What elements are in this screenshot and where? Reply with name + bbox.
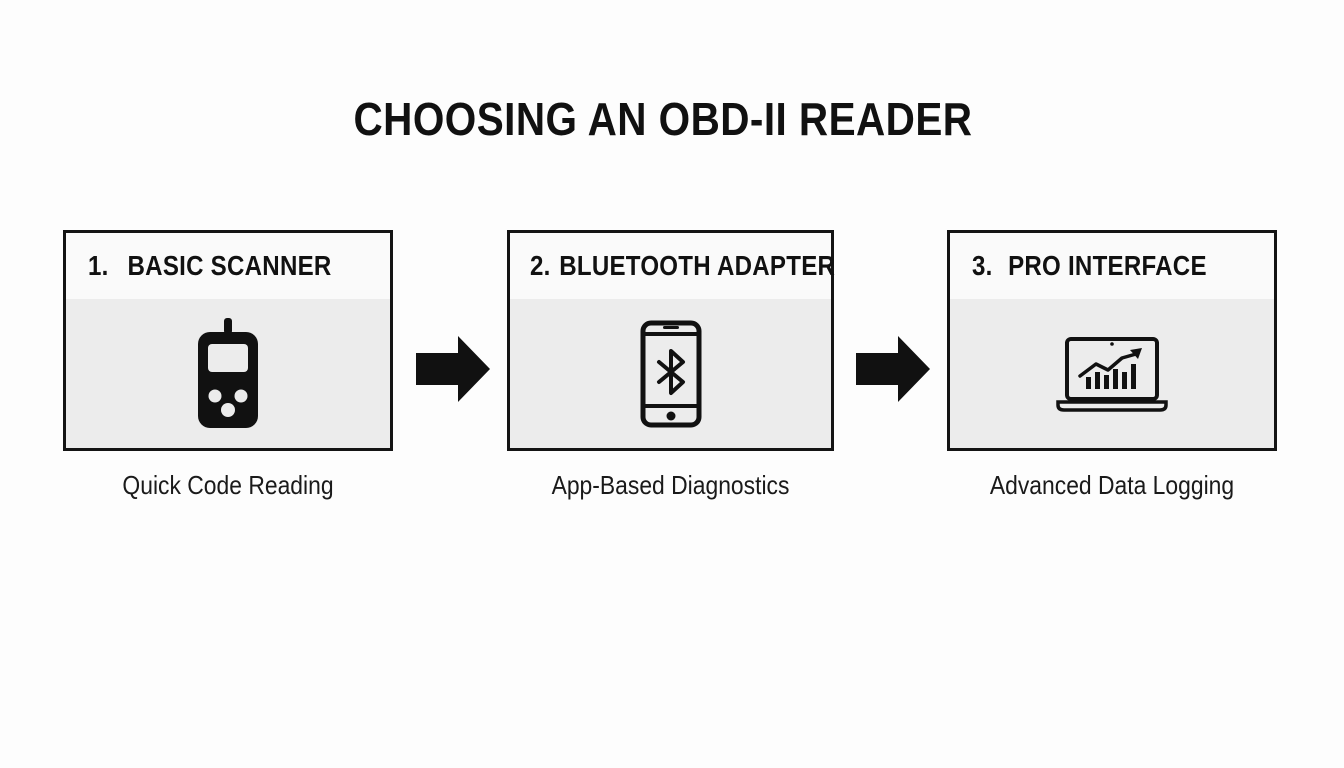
step-card-bluetooth-adapter: 2. BLUETOOTH ADAPTER — [507, 230, 835, 451]
step-label: BLUETOOTH ADAPTER — [559, 250, 836, 281]
step-body — [510, 299, 831, 448]
step-card-pro-interface: 3. PRO INTERFACE — [947, 230, 1277, 451]
step-number: 1. — [88, 250, 109, 281]
step-body — [950, 299, 1274, 448]
handheld-scanner-icon — [198, 317, 258, 428]
step-body — [66, 299, 390, 448]
arrow-right-icon — [416, 336, 490, 402]
step-label: BASIC SCANNER — [127, 250, 332, 281]
diagram-title: CHOOSING AN OBD-II READER — [353, 93, 973, 145]
step-caption-2: App-Based Diagnostics — [551, 470, 790, 500]
step-card-basic-scanner: 1. BASIC SCANNER — [63, 230, 393, 451]
arrow-right-icon — [856, 336, 930, 402]
laptop-chart-icon — [1056, 336, 1168, 412]
bluetooth-phone-icon — [640, 320, 701, 427]
step-label: PRO INTERFACE — [1008, 250, 1207, 281]
step-header: 3. PRO INTERFACE — [950, 233, 1274, 299]
step-number: 3. — [972, 250, 993, 281]
step-header: 1. BASIC SCANNER — [66, 233, 390, 299]
step-caption-3: Advanced Data Logging — [989, 470, 1235, 500]
step-number: 2. — [530, 250, 551, 281]
step-header: 2. BLUETOOTH ADAPTER — [510, 233, 835, 299]
step-caption-1: Quick Code Reading — [122, 470, 334, 500]
